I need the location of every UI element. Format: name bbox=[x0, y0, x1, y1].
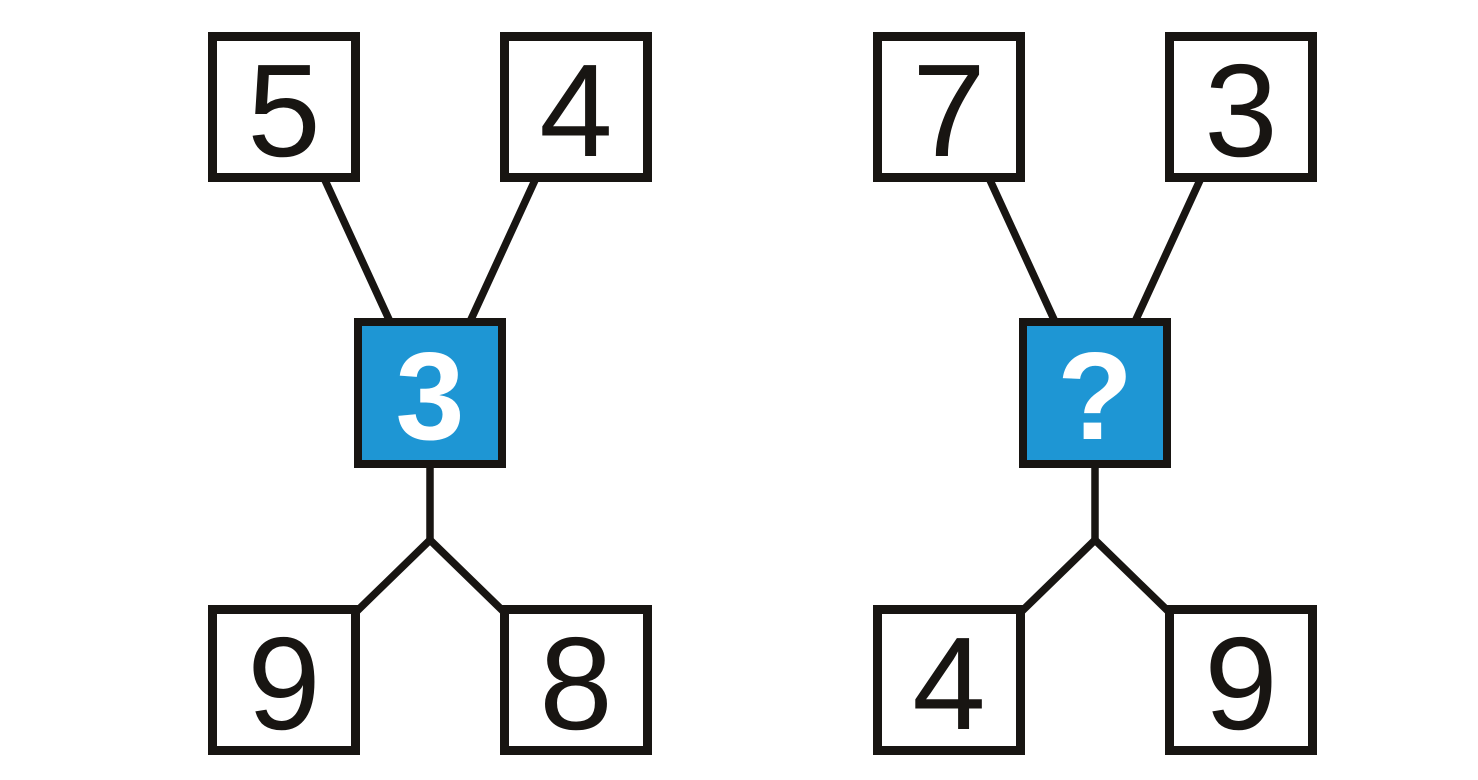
connector-lines bbox=[320, 174, 540, 616]
center-value-label: 3 bbox=[395, 328, 465, 466]
line-topright-to-center bbox=[1129, 174, 1205, 330]
line-topleft-to-center bbox=[985, 174, 1061, 330]
number-box-bottom-left: 4 bbox=[873, 605, 1025, 755]
number-box-top-left: 7 bbox=[873, 32, 1025, 182]
line-center-to-bottomright bbox=[1091, 536, 1173, 616]
number-label: 8 bbox=[539, 610, 613, 757]
number-box-top-right: 4 bbox=[500, 32, 652, 182]
question-mark-label: ? bbox=[1057, 328, 1133, 466]
line-topright-to-center bbox=[464, 174, 540, 330]
line-center-to-bottomright bbox=[426, 536, 508, 616]
number-label: 5 bbox=[247, 37, 321, 184]
number-label: 4 bbox=[539, 37, 613, 184]
number-box-bottom-left: 9 bbox=[208, 605, 360, 755]
puzzle-group-left: 5 4 3 9 8 bbox=[208, 32, 652, 756]
line-topleft-to-center bbox=[320, 174, 396, 330]
line-center-to-bottomleft bbox=[1017, 536, 1099, 616]
number-label: 9 bbox=[1204, 610, 1278, 757]
number-label: 7 bbox=[912, 37, 986, 184]
number-box-bottom-right: 9 bbox=[1165, 605, 1317, 755]
number-box-bottom-right: 8 bbox=[500, 605, 652, 755]
number-label: 3 bbox=[1204, 37, 1278, 184]
number-label: 4 bbox=[912, 610, 986, 757]
center-result-box: 3 bbox=[354, 318, 506, 468]
number-box-top-right: 3 bbox=[1165, 32, 1317, 182]
connector-lines bbox=[985, 174, 1205, 616]
puzzle-group-right: 7 3 ? 4 9 bbox=[873, 32, 1317, 756]
number-label: 9 bbox=[247, 610, 321, 757]
center-unknown-box: ? bbox=[1019, 318, 1171, 468]
number-box-top-left: 5 bbox=[208, 32, 360, 182]
line-center-to-bottomleft bbox=[352, 536, 434, 616]
